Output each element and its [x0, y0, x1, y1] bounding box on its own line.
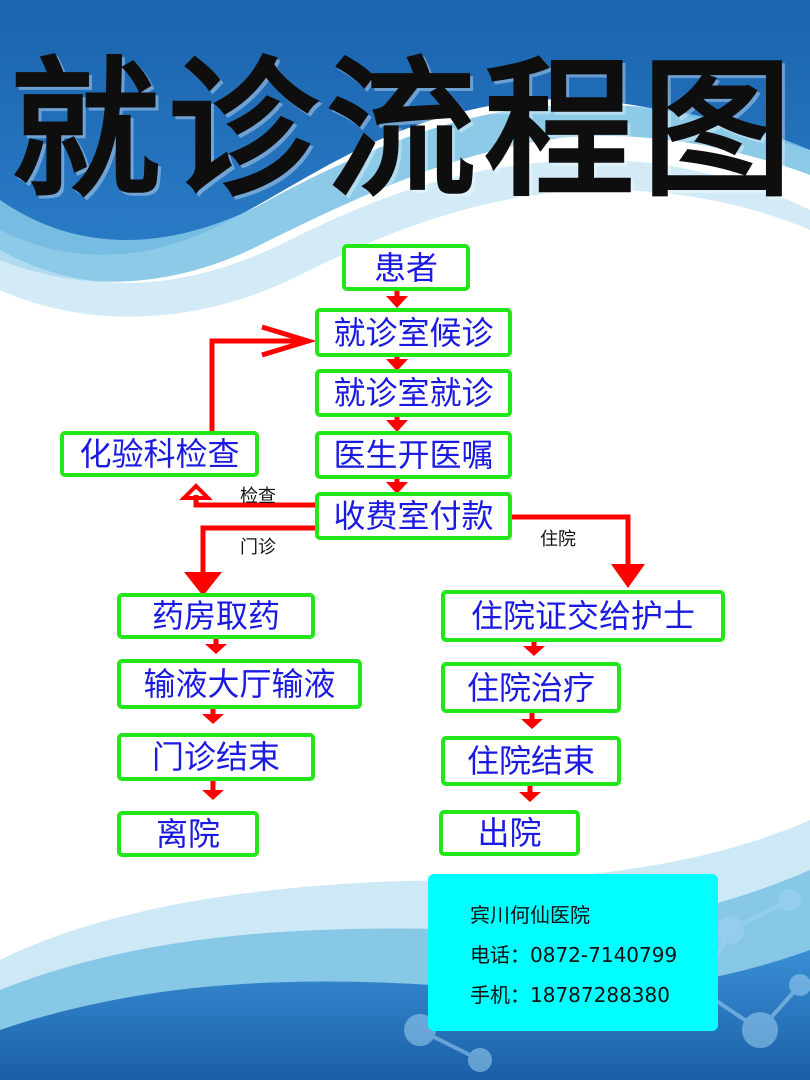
arrow-payment-admission	[512, 514, 631, 568]
node-prescribe: 医生开医嘱	[315, 431, 512, 479]
mobile-number: 手机：18787288380	[470, 983, 670, 1007]
contact-panel: 宾川何仙医院 电话：0872-7140799 手机：18787288380	[428, 874, 718, 1031]
page-title: 就诊流程图	[9, 42, 800, 218]
node-payment: 收费室付款	[315, 492, 512, 540]
edge-label-inpatient: 住院	[540, 529, 576, 550]
node-outpatient-end: 门诊结束	[117, 733, 315, 781]
node-infusion: 输液大厅输液	[117, 659, 362, 709]
node-leave: 离院	[117, 811, 259, 857]
node-inpatient-end: 住院结束	[441, 736, 621, 786]
arrow-payment-pharmacy	[200, 525, 316, 575]
node-pharmacy: 药房取药	[117, 593, 315, 639]
edge-label-check: 检查	[240, 486, 276, 507]
node-admission: 住院证交给护士	[441, 590, 725, 642]
arrow-lab-waiting	[209, 338, 300, 432]
node-discharge: 出院	[439, 810, 580, 856]
arrow-heads	[179, 296, 645, 802]
node-consult: 就诊室就诊	[315, 369, 512, 417]
node-lab: 化验科检查	[60, 431, 259, 477]
node-patient: 患者	[342, 244, 470, 291]
node-inpatient-treat: 住院治疗	[441, 662, 621, 713]
hospital-name: 宾川何仙医院	[470, 903, 590, 927]
edge-label-outpatient: 门诊	[240, 537, 276, 558]
phone-number: 电话：0872-7140799	[470, 943, 678, 967]
node-waiting: 就诊室候诊	[315, 308, 512, 357]
